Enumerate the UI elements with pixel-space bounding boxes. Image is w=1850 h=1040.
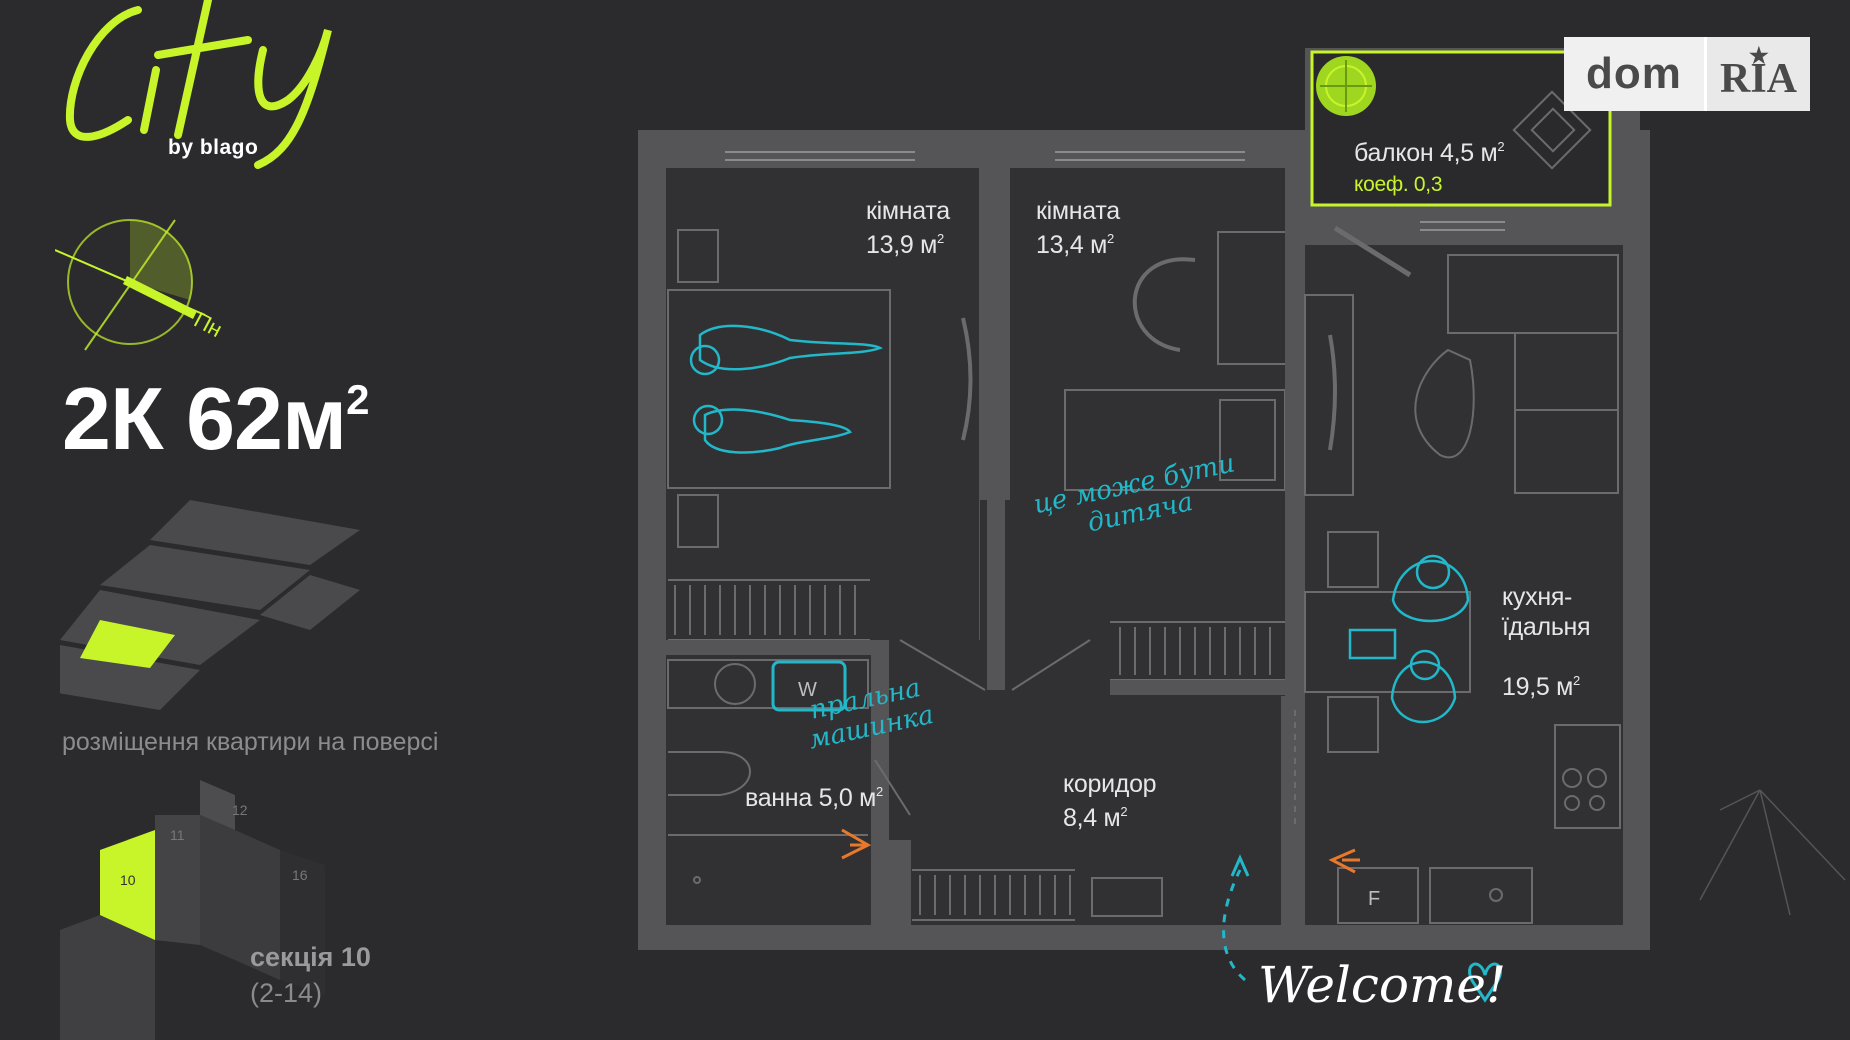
section-number-12: 12 [232, 802, 248, 818]
section-number-16: 16 [292, 867, 308, 883]
room1-area-sup: 2 [937, 230, 944, 246]
building-sections-map: 12 11 10 16 [60, 780, 325, 1040]
kitchen-furniture [1294, 225, 1621, 924]
apartment-type-text: 2К 62м [62, 369, 347, 468]
bath-fixtures [667, 659, 869, 884]
interior-walls [666, 168, 1305, 925]
room1-label: кімната 13,9 м2 [866, 195, 950, 263]
bath-name: ванна 5,0 м [745, 784, 876, 812]
section-floors: (2-14) [250, 978, 323, 1008]
welcome-arrow [1222, 854, 1250, 982]
watermark-star-icon: ★ [1749, 43, 1769, 68]
decorative-tree-icon [1699, 789, 1846, 916]
room2-label: кімната 13,4 м2 [1036, 195, 1120, 263]
welcome-text: Welcome! [1258, 956, 1507, 1014]
floor-position-map [60, 500, 360, 710]
balcony-label: балкон 4,5 м2 коеф. 0,3 [1354, 137, 1505, 199]
section-number-11: 11 [170, 827, 185, 843]
sleeping-people-icon [689, 324, 883, 454]
domria-watermark: dom ★ RIA [1564, 37, 1810, 111]
room1-area: 13,9 м [866, 230, 937, 259]
section-label: секція 10 [250, 942, 371, 972]
entry-arrows [841, 828, 1360, 874]
bath-area-sup: 2 [875, 784, 883, 799]
kitchen-label: кухня- їдальня 19,5 м2 [1502, 552, 1591, 732]
room1-name: кімната [866, 197, 950, 225]
apartment-type: 2К 62м2 [62, 368, 369, 470]
balcony-area-sup: 2 [1497, 139, 1505, 154]
city-logo [65, 0, 332, 169]
watermark-dom: dom [1564, 37, 1707, 111]
floor-position-caption: розміщення квартири на поверсі [62, 728, 439, 756]
section-number-10: 10 [120, 872, 136, 888]
corridor-area-sup: 2 [1120, 803, 1128, 819]
room2-name: кімната [1036, 197, 1120, 225]
dining-people-icon [1348, 554, 1470, 724]
kitchen-area: 19,5 м [1502, 673, 1573, 701]
corridor-name: коридор [1063, 770, 1157, 798]
washer-letter: W [798, 679, 817, 701]
watermark-ria: ★ RIA [1707, 37, 1810, 111]
bath-label: ванна 5,0 м2 [745, 782, 883, 816]
windows [725, 151, 1505, 231]
kitchen-area-sup: 2 [1573, 673, 1580, 688]
corridor-furniture [874, 639, 1163, 921]
brand-subname: by blago [168, 136, 259, 159]
kitchen-name: кухня- їдальня [1502, 583, 1591, 641]
room2-area-sup: 2 [1107, 230, 1114, 246]
corridor-area: 8,4 м [1063, 803, 1121, 832]
balcony-coef: коеф. 0,3 [1354, 172, 1443, 196]
balcony-plant-icon [1316, 56, 1376, 116]
watermark-ria-text: RIA [1719, 56, 1797, 102]
heart-icon [1468, 962, 1502, 1003]
corridor-label: коридор 8,4 м2 [1063, 768, 1157, 836]
apartment-area-sup: 2 [346, 376, 369, 423]
room2-area: 13,4 м [1036, 230, 1107, 259]
compass-icon [55, 219, 206, 351]
room2-floor [1010, 168, 1285, 696]
balcony-name: балкон 4,5 м [1354, 139, 1498, 167]
fridge-letter: F [1368, 888, 1380, 910]
room1-furniture [667, 229, 973, 548]
